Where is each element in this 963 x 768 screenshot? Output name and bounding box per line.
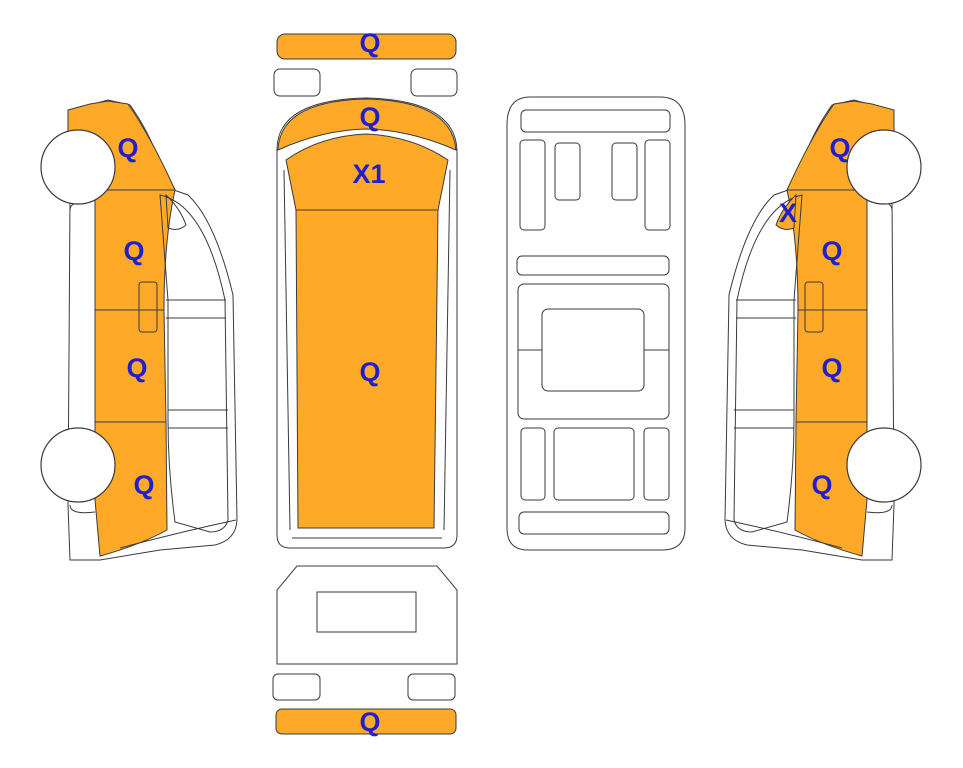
right-rear-quarter-label: Q bbox=[811, 470, 832, 500]
middle-table bbox=[541, 308, 645, 392]
front-right-seat bbox=[644, 139, 671, 231]
right-window-frame bbox=[733, 194, 803, 533]
rear-bumper-label: Q bbox=[359, 707, 380, 737]
rear-view bbox=[272, 565, 458, 735]
rear-bumper-panel[interactable] bbox=[275, 708, 457, 735]
roof-panel[interactable] bbox=[295, 209, 439, 529]
right-front-wheel bbox=[846, 129, 922, 205]
left-front-door-label: Q bbox=[123, 236, 144, 266]
right-front-window-panel[interactable] bbox=[775, 193, 797, 230]
front-left-seat bbox=[519, 139, 546, 231]
rear-right-seat bbox=[643, 427, 670, 501]
right-rear-wheel bbox=[846, 427, 922, 503]
left-front-wheel bbox=[40, 129, 116, 205]
left-rear-wheel bbox=[40, 427, 116, 503]
rear-bench bbox=[518, 511, 670, 535]
top-view bbox=[273, 33, 458, 549]
left-tail-light bbox=[272, 673, 321, 701]
left-door-handle bbox=[138, 281, 158, 333]
left-side-view bbox=[40, 99, 238, 561]
bench-bar bbox=[516, 255, 670, 276]
right-mirror bbox=[410, 68, 458, 97]
roof-label: Q bbox=[359, 357, 380, 387]
damage-labels: Q Q X1 Q Q Q Q Q Q Q X Q Q Q bbox=[117, 28, 850, 737]
right-door-handle bbox=[804, 281, 824, 333]
left-window-inner bbox=[165, 193, 187, 230]
left-pillars bbox=[166, 299, 228, 429]
left-side-rail bbox=[283, 169, 291, 531]
front-bumper-panel[interactable] bbox=[276, 33, 457, 60]
right-front-window-label: X bbox=[779, 198, 797, 228]
windshield-panel[interactable] bbox=[285, 133, 449, 211]
left-mirror bbox=[273, 68, 321, 97]
right-side-rail bbox=[443, 169, 451, 531]
left-rear-quarter-label: Q bbox=[133, 470, 154, 500]
interior-view bbox=[506, 96, 686, 551]
front-left-seat-back bbox=[554, 142, 581, 201]
front-right-seat-back bbox=[611, 142, 638, 201]
left-window-frame bbox=[159, 194, 229, 533]
hood-label: Q bbox=[359, 102, 380, 132]
right-pillars bbox=[734, 299, 796, 429]
left-front-fender-label: Q bbox=[117, 133, 138, 163]
right-side-view bbox=[724, 99, 922, 561]
right-front-fender-label: Q bbox=[829, 133, 850, 163]
right-front-door-label: Q bbox=[821, 236, 842, 266]
rear-center-seat bbox=[553, 427, 635, 501]
windshield-label: X1 bbox=[352, 159, 385, 189]
front-bumper-label: Q bbox=[359, 28, 380, 58]
right-tail-light bbox=[407, 673, 456, 701]
rear-left-seat bbox=[520, 427, 546, 501]
dash bbox=[520, 109, 671, 133]
left-rear-door-label: Q bbox=[126, 353, 147, 383]
rear-window bbox=[316, 591, 417, 633]
right-rear-door-label: Q bbox=[821, 353, 842, 383]
hood-panel[interactable] bbox=[277, 98, 457, 151]
